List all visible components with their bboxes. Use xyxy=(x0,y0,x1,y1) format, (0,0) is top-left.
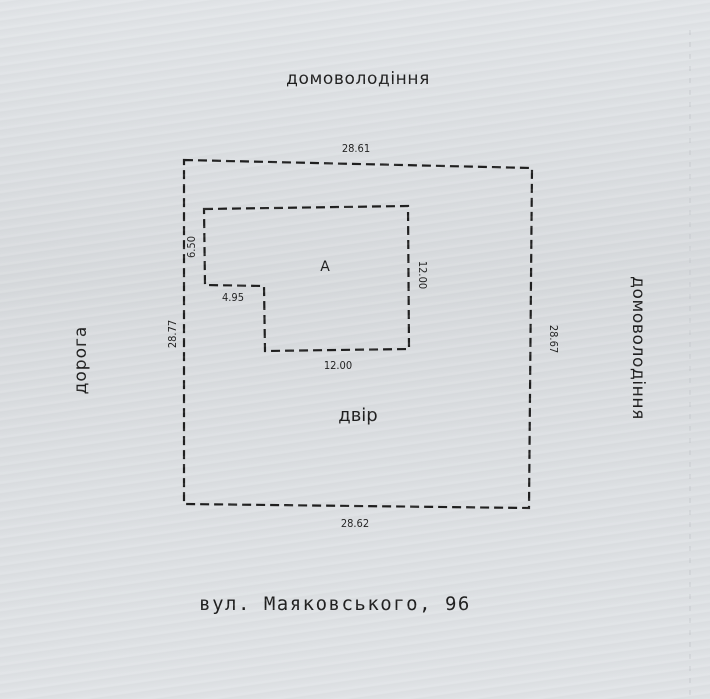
dimension-top: 28.61 xyxy=(342,142,370,155)
dimension-bottom: 28.62 xyxy=(341,517,369,530)
plot-boundary xyxy=(182,158,534,510)
dimension-building-step: 4.95 xyxy=(222,291,244,304)
dimension-right: 28.67 xyxy=(547,325,560,353)
dimension-building-left: 6.50 xyxy=(185,236,198,258)
building-label: А xyxy=(320,259,330,275)
address-label: вул. Маяковського, 96 xyxy=(199,593,471,615)
dimension-left: 28.77 xyxy=(166,320,179,348)
neighbor-label-right: домоволодіння xyxy=(628,276,648,420)
dimension-building-bottom: 12.00 xyxy=(324,359,352,372)
building-a-outline xyxy=(202,204,411,353)
dimension-building-right: 12.00 xyxy=(416,261,429,289)
road-label: дорога xyxy=(71,326,91,395)
yard-label: двір xyxy=(338,405,377,426)
neighbor-label-top: домоволодіння xyxy=(286,69,430,89)
